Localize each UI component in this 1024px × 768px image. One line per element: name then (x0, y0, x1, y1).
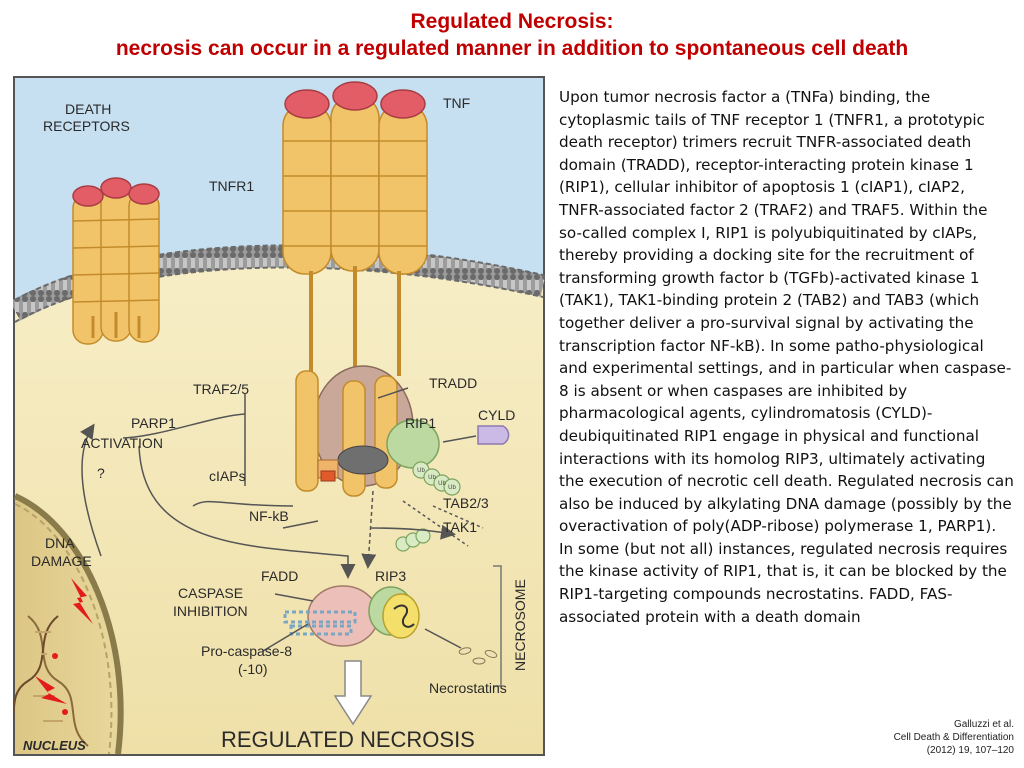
tnfr1-label: TNFR1 (209, 178, 254, 194)
cyld-label: CYLD (478, 407, 515, 423)
procaspase-label-2: (-10) (238, 661, 268, 677)
tnfr1-receptor-trimer (282, 81, 428, 376)
procaspase-shape (307, 585, 379, 647)
death-receptors-label-2: RECEPTORS (43, 118, 130, 134)
necrostatin-inhibition (424, 628, 462, 649)
complex-i (295, 365, 440, 497)
tab23-label: TAB2/3 (443, 495, 489, 511)
tradd-label: TRADD (429, 375, 477, 391)
nucleus-area (15, 496, 121, 754)
caspase-label-1: CASPASE (178, 585, 243, 601)
citation-authors: Galluzzi et al. (953, 719, 1014, 730)
ub-label-3: Ub (438, 481, 446, 487)
caspase-label-2: INHIBITION (173, 603, 248, 619)
dna-label-2: DAMAGE (31, 553, 92, 569)
question-mark: ? (97, 465, 105, 481)
fadd-pointer (262, 623, 309, 652)
rip1-label: RIP1 (405, 415, 436, 431)
fadd-label: FADD (261, 568, 298, 584)
tradd-pointer (377, 387, 409, 399)
nfkb-pointer (282, 520, 319, 529)
procaspase-label-1: Pro-caspase-8 (201, 643, 292, 659)
cyld-pointer (442, 435, 477, 443)
parp1-label-2: ACTIVATION (81, 435, 163, 451)
tnf-label: TNF (443, 95, 470, 111)
lightning-bolt-2 (35, 676, 67, 704)
citation: Galluzzi et al. Cell Death & Differentia… (894, 718, 1014, 757)
ubiquitin-chain (412, 461, 461, 496)
ubiquitin-chain-free (395, 528, 431, 552)
death-receptors-label-1: DEATH (65, 101, 111, 117)
damage-bolts (35, 578, 93, 715)
necrosome (283, 585, 420, 647)
necrostatins-label: Necrostatins (429, 680, 507, 696)
traf25-label: TRAF2/5 (193, 381, 249, 397)
nfkb-label: NF-kB (249, 508, 289, 524)
citation-journal: Cell Death & Differentiation (893, 732, 1014, 743)
necrostatin-pellets (458, 647, 498, 665)
tak1-arrow (370, 524, 456, 540)
description-paragraph: Upon tumor necrosis factor a (TNFa) bind… (559, 88, 1014, 626)
necrosis-output-arrow (333, 660, 373, 726)
traf-rod-2 (342, 380, 366, 497)
necrosome-label: NECROSOME (512, 579, 528, 671)
death-receptor-small (72, 177, 160, 345)
ciaps-pointer (192, 500, 294, 507)
rip3-label: RIP3 (375, 568, 406, 584)
regulated-necrosis-label: REGULATED NECROSIS (221, 727, 475, 752)
ub-label-2: Ub (428, 475, 436, 481)
nucleus-label: NUCLEUS (23, 738, 86, 753)
ub-label-1: Ub (417, 468, 425, 474)
slide-title: Regulated Necrosis: necrosis can occur i… (0, 8, 1024, 62)
parp1-label-1: PARP1 (131, 415, 176, 431)
dna-label-1: DNA (45, 535, 75, 551)
tak1-label: TAK1 (443, 519, 477, 535)
dna-to-parp-arrow (80, 423, 102, 557)
caspase-pointer (274, 593, 314, 602)
parp-to-necrosome-arrow (138, 445, 356, 579)
rip3-shape (382, 593, 420, 639)
ciaps-label: cIAPs (209, 468, 246, 484)
regulated-necrosis-diagram: Ub Ub Ub Ub (13, 76, 545, 756)
title-line-1: Regulated Necrosis: (410, 10, 614, 33)
citation-volume: (2012) 19, 107–120 (926, 745, 1014, 756)
cyld-shape (477, 425, 510, 445)
parp1-pointer (122, 413, 246, 439)
title-line-2: necrosis can occur in a regulated manner… (115, 37, 909, 60)
traf-rod-1 (295, 370, 319, 492)
complex-core (337, 445, 389, 475)
tnf-ligand (284, 81, 426, 119)
ub-label-4: Ub (448, 485, 456, 491)
plasma-membrane (13, 245, 545, 321)
complex-to-necrosome-arrow (361, 490, 377, 569)
lightning-bolt-1 (71, 578, 93, 624)
